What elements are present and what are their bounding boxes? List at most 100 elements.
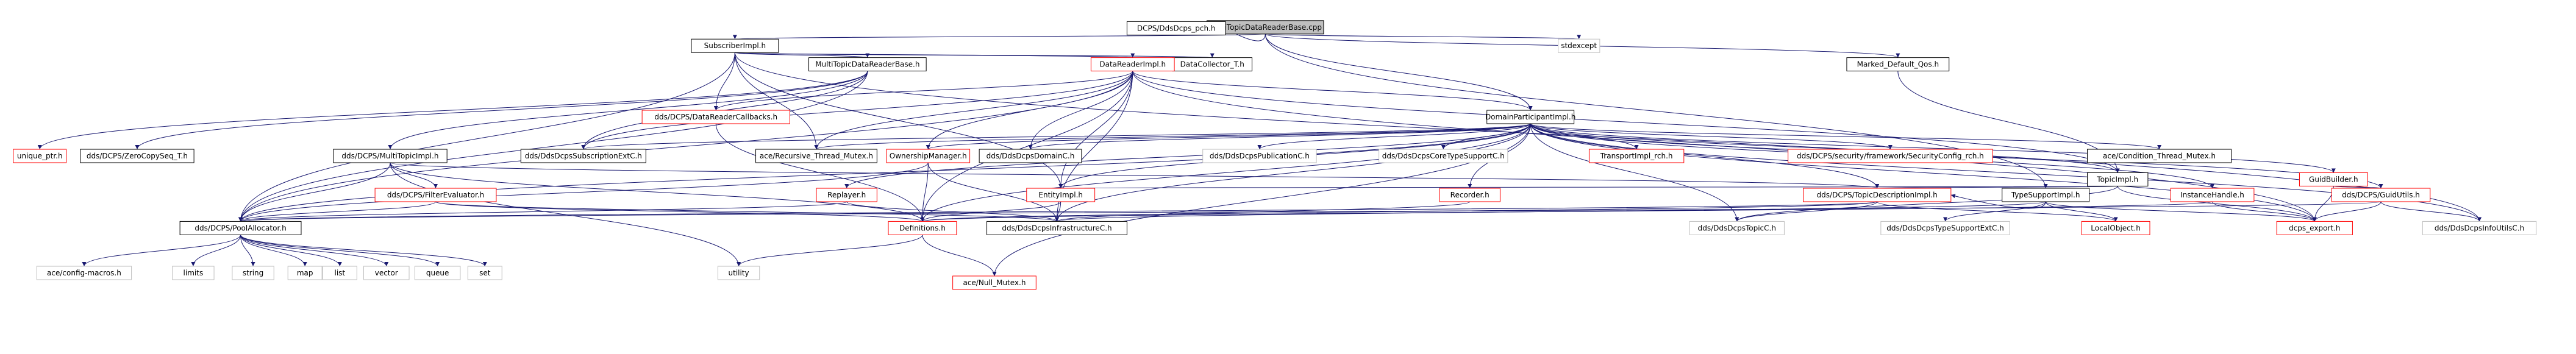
node-dcpsexp[interactable]: dcps_export.h: [2276, 221, 2353, 235]
node-trimpl[interactable]: TransportImpl_rch.h: [1588, 149, 1685, 163]
node-box-guidb[interactable]: [2299, 172, 2368, 186]
node-topicimpl[interactable]: TopicImpl.h: [2086, 172, 2149, 186]
node-box-subext[interactable]: [520, 149, 646, 163]
node-recmutex[interactable]: ace/Recursive_Thread_Mutex.h: [755, 149, 877, 163]
node-map[interactable]: map: [287, 266, 323, 280]
edge-drimpl-to-subext: [581, 71, 1133, 150]
node-box-utility[interactable]: [717, 266, 760, 280]
node-box-mtdrb[interactable]: [808, 57, 927, 72]
node-box-topicimpl[interactable]: [2086, 172, 2149, 186]
node-condmutex[interactable]: ace/Condition_Thread_Mutex.h: [2086, 149, 2232, 163]
node-subext[interactable]: dds/DdsDcpsSubscriptionExtC.h: [520, 149, 646, 163]
node-owner[interactable]: OwnershipManager.h: [886, 149, 971, 163]
node-topicc[interactable]: dds/DdsDcpsTopicC.h: [1689, 221, 1785, 235]
node-box-vector[interactable]: [363, 266, 410, 280]
node-box-set[interactable]: [467, 266, 502, 280]
node-string[interactable]: string: [232, 266, 274, 280]
node-mtdrb[interactable]: MultiTopicDataReaderBase.h: [808, 57, 927, 72]
node-defs[interactable]: Definitions.h: [888, 221, 957, 235]
node-box-drimpl[interactable]: [1090, 57, 1175, 72]
node-acecfg[interactable]: ace/config-macros.h: [36, 266, 132, 280]
node-box-seccfg[interactable]: [1788, 149, 1993, 163]
node-box-zcs[interactable]: [80, 149, 194, 163]
node-box-queue[interactable]: [414, 266, 461, 280]
node-box-guidu[interactable]: [2331, 188, 2431, 202]
node-subimpl[interactable]: SubscriberImpl.h: [691, 38, 779, 53]
node-box-mtimpl[interactable]: [333, 149, 448, 163]
node-vector[interactable]: vector: [363, 266, 410, 280]
node-limits[interactable]: limits: [172, 266, 215, 280]
node-zcs[interactable]: dds/DCPS/ZeroCopySeq_T.h: [80, 149, 194, 163]
node-domainc[interactable]: dds/DdsDcpsDomainC.h: [979, 149, 1082, 163]
node-tsimpl[interactable]: TypeSupportImpl.h: [2002, 188, 2090, 202]
node-box-coretype[interactable]: [1379, 149, 1508, 163]
node-box-localobj[interactable]: [2081, 221, 2150, 235]
node-box-domainc[interactable]: [979, 149, 1082, 163]
node-root[interactable]: MultiTopicDataReaderBase.cpp: [1207, 20, 1324, 35]
node-box-string[interactable]: [232, 266, 274, 280]
node-recorder[interactable]: Recorder.h: [1439, 188, 1500, 202]
node-set[interactable]: set: [467, 266, 502, 280]
node-pch[interactable]: DCPS/DdsDcps_pch.h: [1126, 21, 1226, 35]
node-list[interactable]: list: [322, 266, 357, 280]
node-box-dcpsexp[interactable]: [2276, 221, 2353, 235]
node-utility[interactable]: utility: [717, 266, 760, 280]
node-box-limits[interactable]: [172, 266, 215, 280]
node-replayer[interactable]: Replayer.h: [816, 188, 877, 202]
node-box-replayer[interactable]: [816, 188, 877, 202]
node-box-infoutils[interactable]: [2422, 221, 2537, 235]
node-box-entity[interactable]: [1026, 188, 1096, 202]
node-pubc[interactable]: dds/DdsDcpsPublicationC.h: [1202, 149, 1317, 163]
node-stdexcept[interactable]: stdexcept: [1558, 38, 1600, 53]
node-box-acecfg[interactable]: [36, 266, 132, 280]
node-box-map[interactable]: [287, 266, 323, 280]
node-drimpl[interactable]: DataReaderImpl.h: [1090, 57, 1175, 72]
node-box-defs[interactable]: [888, 221, 957, 235]
node-box-pool[interactable]: [179, 221, 302, 235]
node-box-inst[interactable]: [2170, 188, 2255, 202]
node-box-tsext[interactable]: [1880, 221, 2010, 235]
node-box-drcb[interactable]: [641, 110, 790, 124]
node-box-nullmutex[interactable]: [952, 275, 1036, 290]
node-box-topicc[interactable]: [1689, 221, 1785, 235]
node-guidu[interactable]: dds/DCPS/GuidUtils.h: [2331, 188, 2431, 202]
node-nullmutex[interactable]: ace/Null_Mutex.h: [952, 275, 1036, 290]
node-box-trimpl[interactable]: [1588, 149, 1685, 163]
node-box-subimpl[interactable]: [691, 38, 779, 53]
node-inst[interactable]: InstanceHandle.h: [2170, 188, 2255, 202]
node-box-infra[interactable]: [987, 221, 1127, 235]
node-guidb[interactable]: GuidBuilder.h: [2299, 172, 2368, 186]
node-drcb[interactable]: dds/DCPS/DataReaderCallbacks.h: [641, 110, 790, 124]
node-localobj[interactable]: LocalObject.h: [2081, 221, 2150, 235]
node-box-condmutex[interactable]: [2086, 149, 2232, 163]
node-box-owner[interactable]: [886, 149, 971, 163]
node-uptr[interactable]: unique_ptr.h: [13, 149, 67, 163]
node-box-mdq[interactable]: [1846, 57, 1950, 72]
node-box-recorder[interactable]: [1439, 188, 1500, 202]
node-mdq[interactable]: Marked_Default_Qos.h: [1846, 57, 1950, 72]
node-box-pch[interactable]: [1126, 21, 1226, 35]
node-box-tsimpl[interactable]: [2002, 188, 2090, 202]
node-dpimpl[interactable]: DomainParticipantImpl.h: [1485, 110, 1575, 124]
node-infoutils[interactable]: dds/DdsDcpsInfoUtilsC.h: [2422, 221, 2537, 235]
node-topicdesc[interactable]: dds/DCPS/TopicDescriptionImpl.h: [1803, 188, 1952, 202]
node-box-filter[interactable]: [374, 188, 497, 202]
node-seccfg[interactable]: dds/DCPS/security/framework/SecurityConf…: [1788, 149, 1993, 163]
node-tsext[interactable]: dds/DdsDcpsTypeSupportExtC.h: [1880, 221, 2010, 235]
node-box-uptr[interactable]: [13, 149, 67, 163]
node-pool[interactable]: dds/DCPS/PoolAllocator.h: [179, 221, 302, 235]
node-box-recmutex[interactable]: [755, 149, 877, 163]
node-box-dpimpl[interactable]: [1486, 110, 1575, 124]
node-dctt[interactable]: DataCollector_T.h: [1172, 57, 1252, 72]
node-queue[interactable]: queue: [414, 266, 461, 280]
node-box-pubc[interactable]: [1202, 149, 1317, 163]
node-box-stdexcept[interactable]: [1558, 38, 1600, 53]
node-box-topicdesc[interactable]: [1803, 188, 1952, 202]
node-entity[interactable]: EntityImpl.h: [1026, 188, 1096, 202]
node-mtimpl[interactable]: dds/DCPS/MultiTopicImpl.h: [333, 149, 448, 163]
node-box-list[interactable]: [322, 266, 357, 280]
node-coretype[interactable]: dds/DdsDcpsCoreTypeSupportC.h: [1379, 149, 1508, 163]
node-filter[interactable]: dds/DCPS/FilterEvaluator.h: [374, 188, 497, 202]
node-label-root: MultiTopicDataReaderBase.cpp: [1208, 23, 1322, 32]
node-infra[interactable]: dds/DdsDcpsInfrastructureC.h: [987, 221, 1127, 235]
